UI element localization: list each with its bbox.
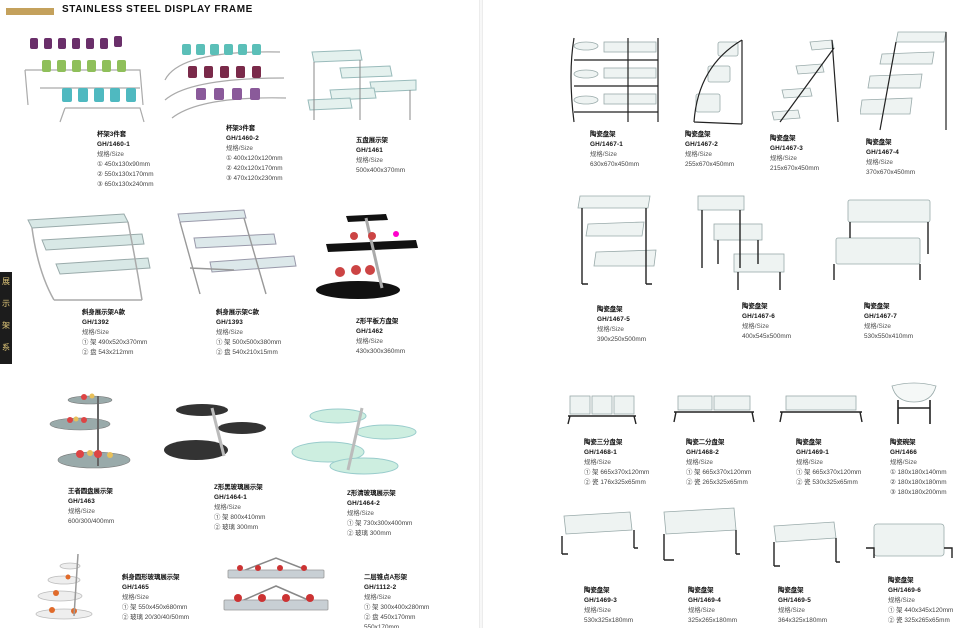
- product-caption-gh1467-2: 陶瓷盘架 GH/1467-2 规格/Size 255x670x450mm: [685, 131, 735, 168]
- product-image-gh1469-3: [558, 508, 638, 564]
- product-caption-gh1467-3: 陶瓷盘架 GH/1467-3 规格/Size 215x670x450mm: [770, 135, 820, 172]
- product-image-gh1466: [888, 378, 940, 428]
- product-image-gh1468-1: [566, 390, 638, 430]
- product-caption-gh1469-6: 陶瓷盘架 GH/1469-6 规格/Size ① 架 440x345x120mm…: [888, 577, 954, 624]
- product-image-gh1460-2: [160, 30, 290, 120]
- product-caption-gh1466: 陶瓷碗架 GH/1466 规格/Size ① 180x180x140mm ② 1…: [890, 439, 947, 496]
- side-category-tab: 展 示 架 系: [0, 272, 12, 364]
- product-caption-gh1469-4: 陶瓷盘架 GH/1469-4 规格/Size 325x265x180mm: [688, 587, 738, 624]
- product-image-gh1460-1: [20, 30, 148, 125]
- product-image-gh1467-6: [696, 194, 788, 296]
- left-page: STAINLESS STEEL DISPLAY FRAME 展 示 架 系: [0, 4, 430, 628]
- product-caption-gh1463: 王者圆盘展示架 GH/1463 规格/Size 600/300/400mm: [68, 488, 115, 525]
- product-caption-gh1469-3: 陶瓷盘架 GH/1469-3 规格/Size 530x325x180mm: [584, 587, 634, 624]
- product-image-gh1464-2: [288, 404, 420, 478]
- product-caption-gh1464-2: Z形清玻璃展示架 GH/1464-2 规格/Size ① 架 730x300x4…: [347, 490, 413, 537]
- product-image-gh1112-2: [220, 556, 332, 626]
- product-image-gh1464-1: [162, 400, 274, 470]
- product-caption-gh1469-1: 陶瓷盘架 GH/1469-1 规格/Size ① 架 665x370x120mm…: [796, 439, 862, 486]
- product-image-gh1467-5: [576, 194, 658, 290]
- product-image-gh1469-6: [864, 518, 954, 568]
- product-image-gh1393: [170, 208, 298, 298]
- product-caption-gh1464-1: Z形黑玻璃展示架 GH/1464-1 规格/Size ① 架 800x410mm…: [214, 484, 266, 531]
- product-caption-gh1461: 五盘展示架 GH/1461 规格/Size 500x400x370mm: [356, 137, 406, 174]
- product-image-gh1467-2: [688, 36, 750, 128]
- product-caption-gh1467-6: 陶瓷盘架 GH/1467-6 规格/Size 400x545x500mm: [742, 303, 792, 340]
- right-page: 陶瓷盘架 GH/1467-1 规格/Size 630x670x450mm 陶瓷盘…: [480, 0, 960, 628]
- product-image-gh1469-4: [660, 506, 740, 566]
- product-caption-gh1469-5: 陶瓷盘架 GH/1469-5 规格/Size 364x325x180mm: [778, 587, 828, 624]
- product-caption-gh1460-2: 杯架3件套 GH/1460-2 规格/Size ① 400x120x120mm …: [226, 125, 283, 182]
- product-image-gh1392: [24, 212, 152, 302]
- product-image-gh1465: [34, 550, 96, 620]
- product-caption-gh1467-4: 陶瓷盘架 GH/1467-4 规格/Size 370x670x450mm: [866, 139, 916, 176]
- page-gutter: [479, 0, 483, 628]
- product-caption-gh1467-7: 陶瓷盘架 GH/1467-7 规格/Size 530x550x410mm: [864, 303, 914, 340]
- product-caption-gh1112-2: 二层锥点A形架 GH/1112-2 规格/Size ① 架 300x400x28…: [364, 574, 430, 628]
- product-image-gh1462: [306, 208, 426, 300]
- header-accent-bar: [6, 8, 54, 15]
- product-image-gh1463: [40, 390, 132, 474]
- product-caption-gh1467-1: 陶瓷盘架 GH/1467-1 规格/Size 630x670x450mm: [590, 131, 640, 168]
- product-image-gh1467-7: [830, 198, 934, 288]
- product-caption-gh1468-2: 陶瓷二分盘架 GH/1468-2 规格/Size ① 架 665x370x120…: [686, 439, 752, 486]
- product-caption-gh1462: Z形平板方盘架 GH/1462 规格/Size 430x300x360mm: [356, 318, 406, 355]
- product-image-gh1467-1: [568, 34, 668, 126]
- product-image-gh1468-2: [672, 392, 756, 426]
- product-image-gh1467-3: [770, 36, 844, 126]
- product-caption-gh1468-1: 陶瓷三分盘架 GH/1468-1 规格/Size ① 架 665x370x120…: [584, 439, 650, 486]
- product-image-gh1469-5: [770, 518, 840, 572]
- page-title: STAINLESS STEEL DISPLAY FRAME: [62, 4, 253, 15]
- product-image-gh1469-1: [778, 392, 864, 426]
- product-caption-gh1460-1: 杯架3件套 GH/1460-1 规格/Size ① 450x130x90mm ②…: [97, 131, 154, 188]
- product-caption-gh1392: 斜身展示架A款 GH/1392 规格/Size ① 架 490x520x370m…: [82, 309, 148, 356]
- product-image-gh1467-4: [860, 30, 950, 134]
- product-caption-gh1467-5: 陶瓷盘架 GH/1467-5 规格/Size 390x250x500mm: [597, 306, 647, 343]
- product-image-gh1461: [300, 42, 420, 122]
- product-caption-gh1465: 斜身圆形玻璃展示架 GH/1465 规格/Size ① 架 550x450x68…: [122, 574, 190, 621]
- product-caption-gh1393: 斜身展示架C款 GH/1393 规格/Size ① 架 500x500x380m…: [216, 309, 282, 356]
